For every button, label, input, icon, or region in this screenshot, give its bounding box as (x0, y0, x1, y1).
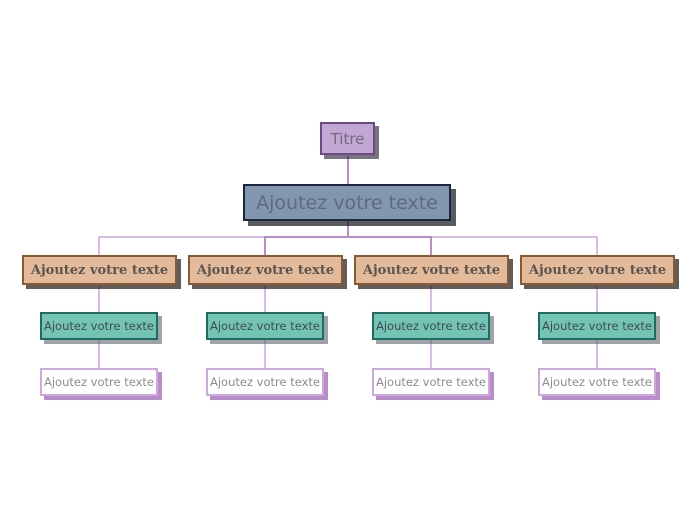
node-tan-col-1-label: Ajoutez votre texte (30, 262, 169, 278)
node-teal-col-4-label: Ajoutez votre texte (542, 319, 652, 333)
node-title-label: Titre (330, 129, 365, 148)
connector-teal-to-white-col-4 (596, 340, 598, 368)
node-white-col-4[interactable]: Ajoutez votre texte (538, 368, 656, 396)
connector-bus-outer-left (98, 236, 265, 238)
node-tan-col-1[interactable]: Ajoutez votre texte (22, 255, 177, 285)
node-white-col-1[interactable]: Ajoutez votre texte (40, 368, 158, 396)
connector-tan-to-teal-col-2 (264, 286, 266, 312)
node-title[interactable]: Titre (320, 122, 375, 155)
connector-tan-to-teal-col-3 (430, 286, 432, 312)
node-main[interactable]: Ajoutez votre texte (243, 184, 451, 221)
node-white-col-4-label: Ajoutez votre texte (542, 375, 652, 389)
node-tan-col-3-label: Ajoutez votre texte (362, 262, 501, 278)
node-tan-col-2-label: Ajoutez votre texte (196, 262, 335, 278)
connector-teal-to-white-col-1 (98, 340, 100, 368)
node-teal-col-3[interactable]: Ajoutez votre texte (372, 312, 490, 340)
connector-tan-to-teal-col-1 (98, 286, 100, 312)
connector-drop-col-2 (264, 236, 266, 256)
node-teal-col-1-label: Ajoutez votre texte (44, 319, 154, 333)
connector-teal-to-white-col-3 (430, 340, 432, 368)
connector-drop-col-1 (98, 236, 100, 256)
connector-title-to-main (347, 156, 349, 190)
node-tan-col-4[interactable]: Ajoutez votre texte (520, 255, 675, 285)
node-teal-col-3-label: Ajoutez votre texte (376, 319, 486, 333)
node-teal-col-2-label: Ajoutez votre texte (210, 319, 320, 333)
connector-bus-inner (264, 236, 432, 238)
connector-tan-to-teal-col-4 (596, 286, 598, 312)
node-white-col-3-label: Ajoutez votre texte (376, 375, 486, 389)
connector-main-stub (347, 220, 349, 237)
node-main-label: Ajoutez votre texte (256, 191, 438, 214)
node-tan-col-4-label: Ajoutez votre texte (528, 262, 667, 278)
node-tan-col-3[interactable]: Ajoutez votre texte (354, 255, 509, 285)
node-white-col-2[interactable]: Ajoutez votre texte (206, 368, 324, 396)
connector-teal-to-white-col-2 (264, 340, 266, 368)
connector-drop-col-4 (596, 236, 598, 256)
node-tan-col-2[interactable]: Ajoutez votre texte (188, 255, 343, 285)
connector-bus-outer-right (431, 236, 598, 238)
node-white-col-1-label: Ajoutez votre texte (44, 375, 154, 389)
node-white-col-3[interactable]: Ajoutez votre texte (372, 368, 490, 396)
node-teal-col-2[interactable]: Ajoutez votre texte (206, 312, 324, 340)
node-teal-col-4[interactable]: Ajoutez votre texte (538, 312, 656, 340)
node-white-col-2-label: Ajoutez votre texte (210, 375, 320, 389)
node-teal-col-1[interactable]: Ajoutez votre texte (40, 312, 158, 340)
connector-drop-col-3 (430, 236, 432, 256)
